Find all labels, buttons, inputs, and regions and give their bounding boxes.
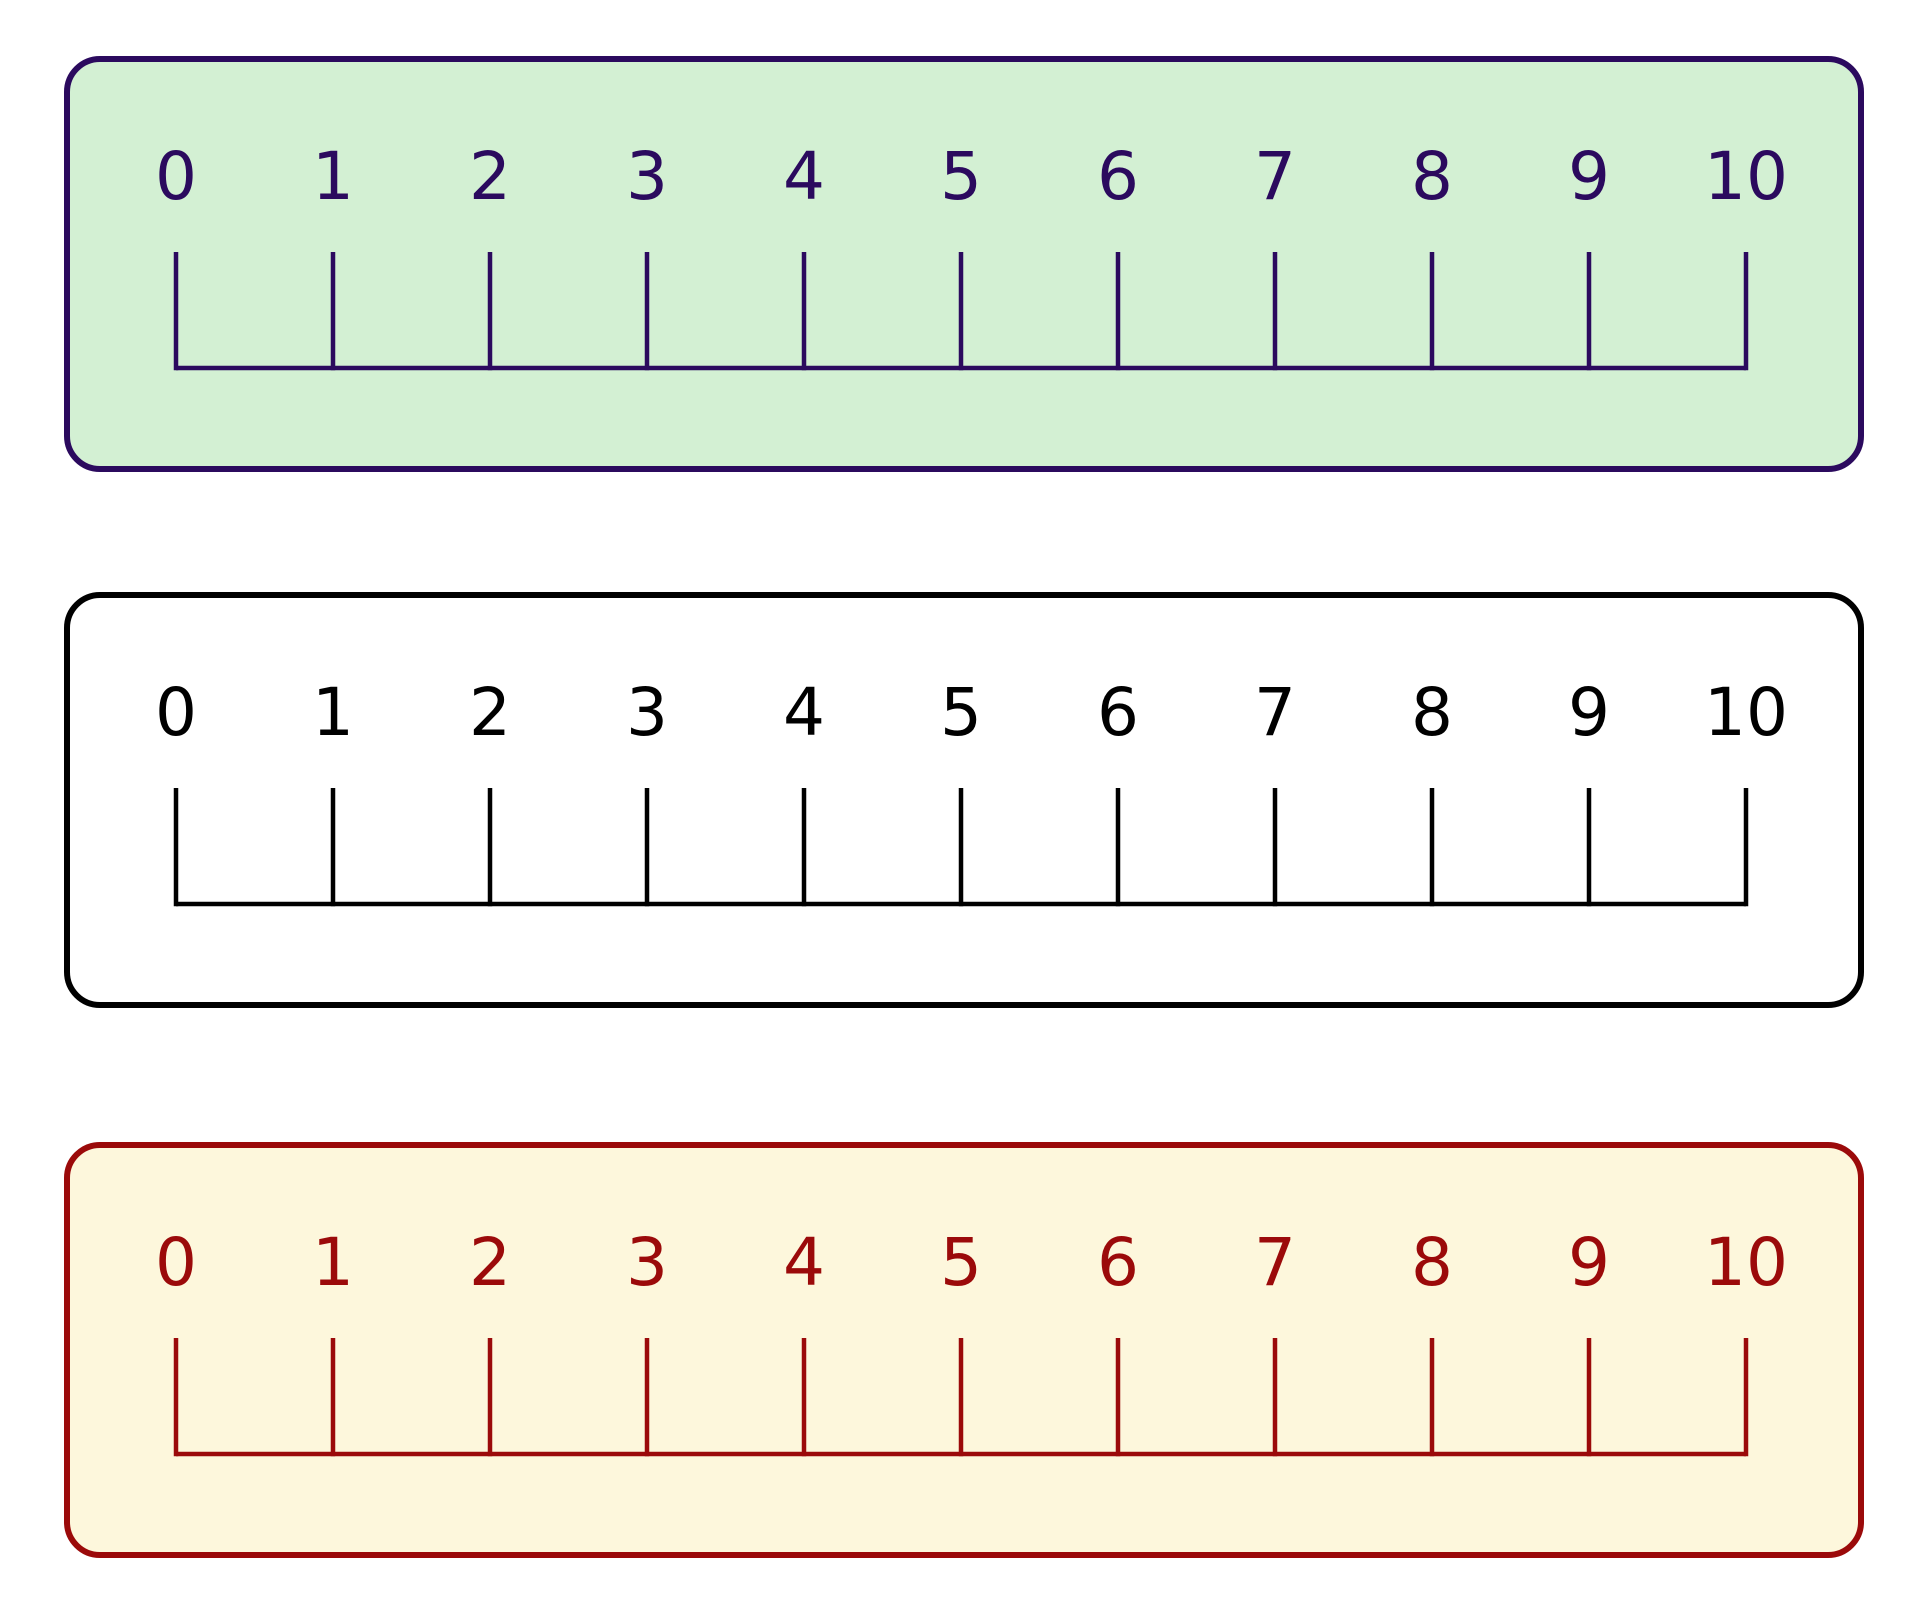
number-line-card-white: 0 1 2 3 4 5 6 7 8 9 10 <box>64 592 1864 1008</box>
tick-label-5: 5 <box>940 138 982 215</box>
tick-label-7: 7 <box>1254 674 1296 751</box>
tick-label-2: 2 <box>469 1224 511 1301</box>
number-line-card-yellow: 0 1 2 3 4 5 6 7 8 9 10 <box>64 1142 1864 1558</box>
tick-label-9: 9 <box>1568 674 1610 751</box>
tick-label-5: 5 <box>940 674 982 751</box>
tick-label-4: 4 <box>783 674 825 751</box>
tick-label-3: 3 <box>626 138 668 215</box>
tick-label-1: 1 <box>312 138 354 215</box>
tick-label-0: 0 <box>155 1224 197 1301</box>
tick-label-8: 8 <box>1411 674 1453 751</box>
tick-label-2: 2 <box>469 138 511 215</box>
tick-label-1: 1 <box>312 674 354 751</box>
tick-label-4: 4 <box>783 1224 825 1301</box>
tick-label-7: 7 <box>1254 138 1296 215</box>
tick-label-10: 10 <box>1704 138 1788 215</box>
tick-label-10: 10 <box>1704 674 1788 751</box>
tick-label-9: 9 <box>1568 1224 1610 1301</box>
tick-label-6: 6 <box>1097 138 1139 215</box>
tick-label-1: 1 <box>312 1224 354 1301</box>
tick-label-0: 0 <box>155 138 197 215</box>
tick-label-3: 3 <box>626 1224 668 1301</box>
tick-label-6: 6 <box>1097 674 1139 751</box>
tick-label-8: 8 <box>1411 1224 1453 1301</box>
tick-label-4: 4 <box>783 138 825 215</box>
number-line-white: 0 1 2 3 4 5 6 7 8 9 10 <box>155 674 1788 907</box>
number-line-yellow: 0 1 2 3 4 5 6 7 8 9 10 <box>155 1224 1788 1457</box>
tick-label-2: 2 <box>469 674 511 751</box>
tick-label-0: 0 <box>155 674 197 751</box>
tick-label-6: 6 <box>1097 1224 1139 1301</box>
tick-label-5: 5 <box>940 1224 982 1301</box>
number-line-green: 0 1 2 3 4 5 6 7 8 9 10 <box>155 138 1788 371</box>
tick-label-3: 3 <box>626 674 668 751</box>
tick-label-9: 9 <box>1568 138 1610 215</box>
tick-label-10: 10 <box>1704 1224 1788 1301</box>
tick-label-8: 8 <box>1411 138 1453 215</box>
number-line-card-green: 0 1 2 3 4 5 6 7 8 9 10 <box>64 56 1864 472</box>
tick-label-7: 7 <box>1254 1224 1296 1301</box>
